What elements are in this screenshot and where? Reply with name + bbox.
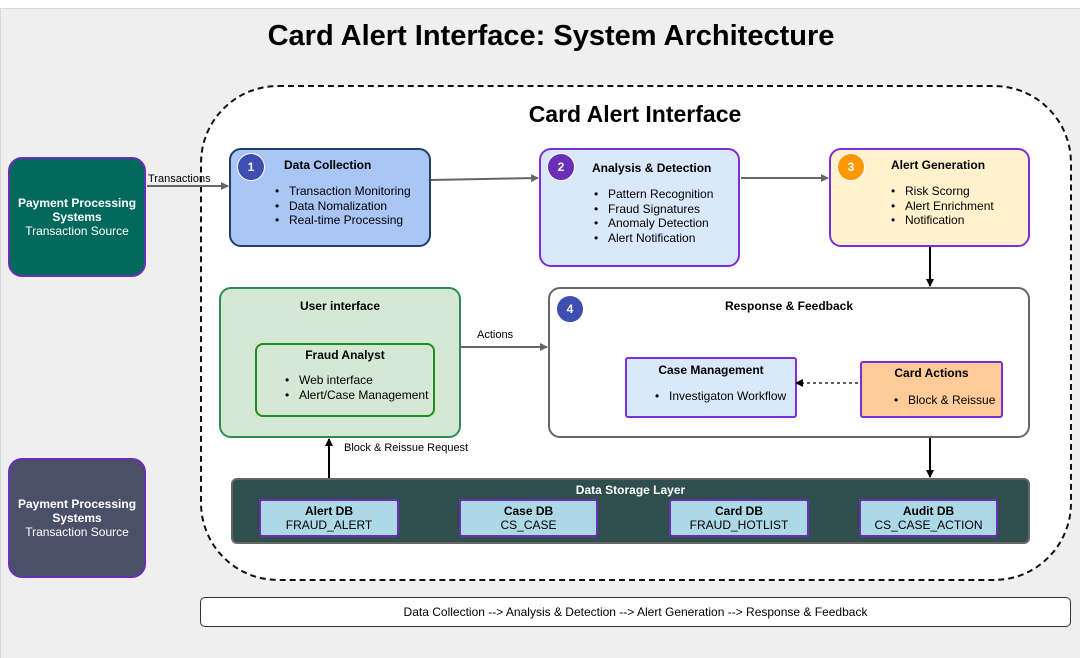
step-3-badge: 3 — [837, 153, 865, 181]
case-management-title: Case Management — [658, 363, 764, 377]
step-2-badge: 2 — [547, 153, 575, 181]
db-name: Audit DB — [902, 504, 955, 518]
case-db: Case DB CS_CASE — [459, 499, 598, 537]
user-interface-box: User interface Fraud Analyst Web interfa… — [219, 287, 461, 438]
boundary-title: Card Alert Interface — [528, 101, 742, 127]
list-item: Web interface — [285, 373, 428, 388]
alert-db: Alert DB FRAUD_ALERT — [259, 499, 399, 537]
actions-label: Actions — [477, 329, 514, 341]
db-name: Card DB — [714, 504, 763, 518]
list-item: Alert Notification — [594, 231, 713, 246]
fraud-analyst-title: Fraud Analyst — [305, 348, 385, 362]
list-item: Pattern Recognition — [594, 187, 713, 202]
diagram-title: Card Alert Interface: System Architectur… — [267, 20, 835, 52]
alert-generation-title: Alert Generation — [891, 158, 986, 172]
flow-summary-bar: Data Collection --> Analysis & Detection… — [200, 597, 1071, 627]
block-reissue-request-label: Block & Reissue Request — [344, 442, 469, 454]
analysis-detection-title: Analysis & Detection — [592, 161, 712, 175]
db-table: FRAUD_ALERT — [285, 518, 373, 532]
payment-processing-source-bottom: Payment Processing Systems Transaction S… — [8, 458, 146, 578]
db-table: CS_CASE — [500, 518, 557, 532]
source-name: Payment Processing Systems — [17, 195, 137, 224]
transactions-label: Transactions — [148, 173, 211, 185]
response-feedback-box: 4 Response & Feedback Case Management In… — [548, 287, 1030, 438]
case-management-list: Investigaton Workflow — [655, 389, 786, 404]
source-subtitle: Transaction Source — [25, 524, 129, 539]
alert-generation-box: 3 Alert Generation Risk Scorng Alert Enr… — [829, 148, 1030, 247]
step-1-badge: 1 — [237, 153, 265, 181]
list-item: Real-time Processing — [275, 213, 411, 228]
fraud-analyst-box: Fraud Analyst Web interface Alert/Case M… — [255, 343, 435, 417]
audit-db: Audit DB CS_CASE_ACTION — [859, 499, 998, 537]
list-item: Transaction Monitoring — [275, 184, 411, 199]
response-feedback-title: Response & Feedback — [724, 299, 854, 313]
user-interface-title: User interface — [299, 299, 381, 313]
db-name: Case DB — [503, 504, 554, 518]
card-actions-list: Block & Reissue — [894, 393, 995, 408]
list-item: Anomaly Detection — [594, 216, 713, 231]
list-item: Investigaton Workflow — [655, 389, 786, 404]
data-collection-box: 1 Data Collection Transaction Monitoring… — [229, 148, 431, 247]
list-item: Notification — [891, 213, 994, 228]
data-collection-list: Transaction Monitoring Data Nomalization… — [275, 184, 411, 228]
db-name: Alert DB — [304, 504, 353, 518]
payment-processing-source-top: Payment Processing Systems Transaction S… — [8, 157, 146, 277]
list-item: Data Nomalization — [275, 199, 411, 214]
card-actions-box: Card Actions Block & Reissue — [860, 361, 1003, 418]
list-item: Alert/Case Management — [285, 388, 428, 403]
db-table: CS_CASE_ACTION — [874, 518, 983, 532]
data-collection-title: Data Collection — [284, 158, 372, 172]
data-storage-title: Data Storage Layer — [575, 483, 686, 497]
step-4-badge: 4 — [556, 295, 584, 323]
db-table: FRAUD_HOTLIST — [689, 518, 789, 532]
list-item: Risk Scorng — [891, 184, 994, 199]
list-item: Fraud Signatures — [594, 202, 713, 217]
card-actions-title: Card Actions — [894, 366, 969, 380]
card-db: Card DB FRAUD_HOTLIST — [669, 499, 809, 537]
analysis-detection-list: Pattern Recognition Fraud Signatures Ano… — [594, 187, 713, 245]
list-item: Alert Enrichment — [891, 199, 994, 214]
source-name: Payment Processing Systems — [17, 496, 137, 525]
source-subtitle: Transaction Source — [25, 223, 129, 238]
analysis-detection-box: 2 Analysis & Detection Pattern Recogniti… — [539, 148, 740, 267]
alert-generation-list: Risk Scorng Alert Enrichment Notificatio… — [891, 184, 994, 228]
case-management-box: Case Management Investigaton Workflow — [625, 357, 797, 418]
fraud-analyst-list: Web interface Alert/Case Management — [285, 373, 428, 402]
list-item: Block & Reissue — [894, 393, 995, 408]
